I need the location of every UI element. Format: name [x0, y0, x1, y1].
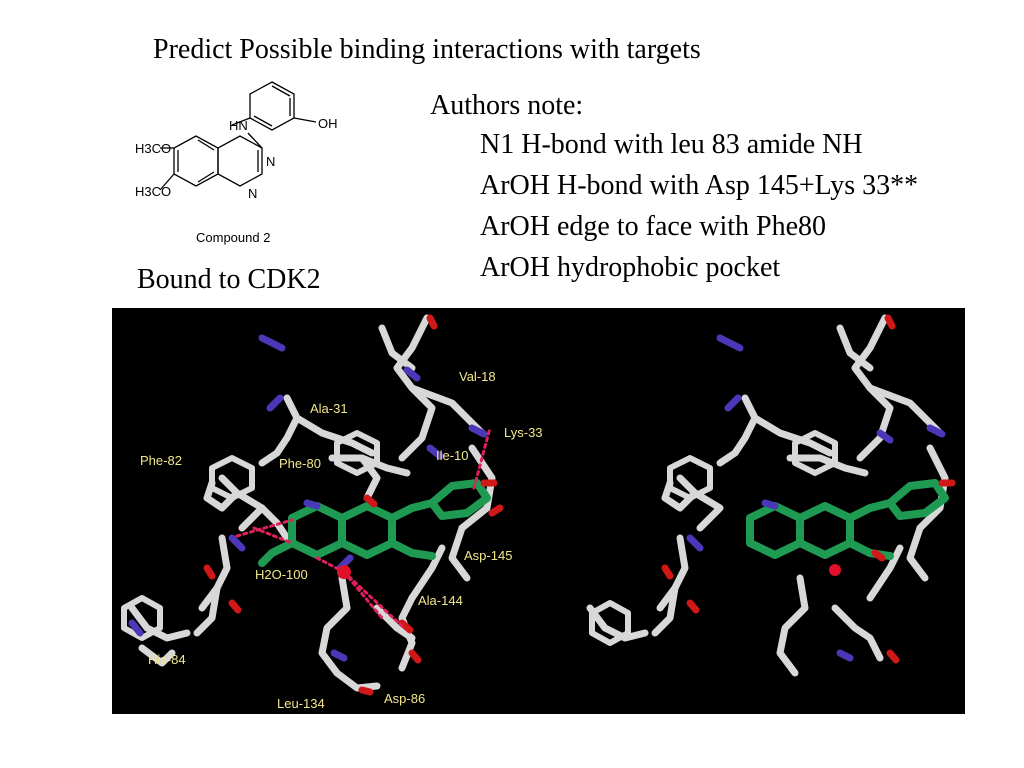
label-val18: Val-18	[459, 369, 496, 384]
label-asp145: Asp-145	[464, 548, 512, 563]
label-ile10: Ile-10	[436, 448, 469, 463]
authors-notes: Authors note: N1 H-bond with leu 83 amid…	[430, 88, 918, 288]
label-lys33: Lys-33	[504, 425, 543, 440]
slide-title: Predict Possible binding interactions wi…	[153, 34, 701, 65]
compound-caption: Compound 2	[196, 230, 270, 245]
label-ala144: Ala-144	[418, 593, 463, 608]
bound-label: Bound to CDK2	[137, 264, 321, 295]
label-h2o100: H2O-100	[255, 567, 308, 582]
n1-label: N	[266, 154, 275, 169]
methoxy-label-1: H3CO	[135, 141, 171, 156]
label-phe82: Phe-82	[140, 453, 182, 468]
note-item: ArOH H-bond with Asp 145+Lys 33**	[480, 170, 919, 201]
n3-label: N	[248, 186, 257, 201]
note-item: ArOH edge to face with Phe80	[480, 211, 827, 242]
label-phe80: Phe-80	[279, 456, 321, 471]
label-asp86: Asp-86	[384, 691, 425, 706]
note-item: N1 H-bond with leu 83 amide NH	[480, 129, 863, 160]
oh-label: OH	[318, 116, 338, 131]
note-item: ArOH hydrophobic pocket	[480, 252, 781, 283]
label-ala31: Ala-31	[310, 401, 348, 416]
nh-label: HN	[229, 118, 248, 133]
binding-site-stereo-view: Val-18 Ala-31 Lys-33 Phe-82 Phe-80 Ile-1…	[121, 314, 956, 711]
cdk2-binding-site-image: Val-18 Ala-31 Lys-33 Phe-82 Phe-80 Ile-1…	[112, 308, 965, 714]
methoxy-label-2: H3CO	[135, 184, 171, 199]
label-leu134: Leu-134	[277, 696, 325, 711]
notes-heading: Authors note:	[430, 90, 584, 121]
compound-2-structure: HN OH N N H3CO H3CO Compound 2	[135, 81, 338, 245]
label-his84: His-84	[148, 652, 186, 667]
